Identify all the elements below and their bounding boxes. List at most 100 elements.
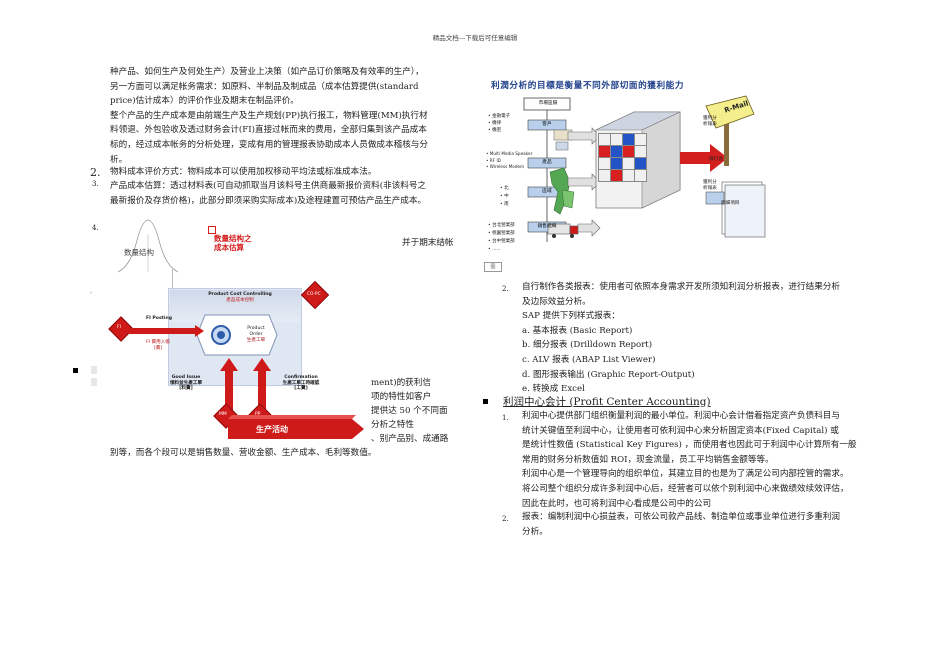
production-activity-label: 生产活动 [256, 424, 288, 434]
bell-curve-sketch [117, 219, 179, 273]
partial-text: 提供达 50 个不同面 [371, 406, 448, 416]
market-segment-label: 市場區隔 [538, 101, 558, 106]
text-line: 标的，经过成本帐务的分析处理，变成有用的管理报表协助成本人员做成本稽核与分 [110, 139, 428, 150]
cube-cell [634, 169, 647, 182]
list-item: • RF ID [486, 157, 501, 163]
product-list: • Multi Media Speaker • RF ID • Wireless… [486, 151, 532, 171]
text-line: 产品成本估算：透过材料表(可自动抓取当月该料号主供商最新报价资料(非该料号之 [110, 181, 427, 191]
text-line: 最新报价及存货价格)，此部分即须采购实际成本)及途程建置可预估产品生产成本。 [110, 195, 427, 206]
report-option: b. 细分报表 (Drilldown Report) [522, 340, 653, 351]
list-item: • 機律 [488, 121, 502, 126]
confirmation-label: Confirmation 生產工單工時確認 [工費] [282, 375, 320, 391]
diagram-title-zh: 產品成本控制 [226, 298, 254, 303]
arrow-head-icon [195, 325, 204, 337]
mm-arrow [225, 370, 233, 416]
analyst-label: 操行長 [709, 157, 723, 162]
partial-text: 别等，而各个段可以是销售数量、营收金额、生产成本、毛利等数值。 [110, 448, 377, 458]
list-item: • Multi Media Speaker [486, 151, 533, 156]
list-item: • ...... [488, 247, 501, 252]
list-item-text: 物料成本评价方式：物料成本可以使用加权移动平均法或标准成本法。 [110, 167, 377, 177]
detail-items-label: 明細項目 [721, 201, 740, 206]
fragment-text [91, 366, 97, 374]
sales-org-list: • 台北營業部 • 桃園營業部 • 台中營業部 • ...... [488, 222, 515, 254]
list-item-text: 产品成本估算：透过材料表(可自动抓取当月该料号主供商最新报价资料(非该料号之 最… [110, 179, 426, 208]
arrow-up-icon [253, 358, 271, 371]
fragment-text: ' [90, 291, 92, 299]
text-line: SAP 提供下列样式报表： [522, 311, 620, 322]
product-label: 產品 [542, 160, 552, 165]
pp-label: PP [255, 412, 261, 417]
list-item: • 中 [500, 194, 509, 199]
list-item: • 金融電子 [488, 114, 511, 119]
text-line: 是统计性数值 (Statistical Key Figures) ，而使用者也因… [522, 440, 857, 451]
profit-analysis-title: 利潤分析的目標是衡量不同外部切面的獲利能力 [491, 81, 685, 91]
text-line: 另一方面可以满足帐务需求：如原料、半制品及制成品（成本估算提供(standard [110, 81, 419, 92]
list-number: 2. [502, 285, 509, 293]
text-line: 种产品、如何生产及何处生产）及营业上决策（如产品订价策略及有效率的生产）， [110, 67, 424, 77]
text-line: 利润中心提供部门组织衡量利润的最小单位。利润中心会计借着指定资产负债科目与 [522, 411, 840, 421]
report-option: d. 图形报表输出 (Graphic Report-Output) [522, 369, 695, 380]
copc-label: CO-PC [307, 292, 321, 297]
quantity-structure-label: 数量结构 [124, 248, 154, 257]
list-number: 1. [502, 414, 509, 422]
report-label-2: 獲利分 析報表 [703, 180, 717, 191]
partial-text: ment)的获利信 [371, 378, 431, 388]
report-label: 獲利分 析報表 [703, 116, 717, 127]
report-option: e. 转换成 Excel [522, 384, 585, 395]
text-line: 及边际效益分析。 [522, 296, 591, 307]
list-item-text: 报表：编制利润中心损益表，可依公司款产品线、制造单位或事业单位进行多重利润 分析… [522, 510, 840, 539]
region-list: • 北 • 中 • 南 [500, 185, 509, 209]
flag-icon [208, 226, 216, 234]
list-item: • 南 [500, 202, 509, 207]
text-line: 统计关键值至利润中心，让使用者可依利润中心来分析固定资本(Fixed Capit… [522, 425, 839, 436]
text-line: 整个产品的生产成本是由前端生产及生产规划(PP)执行报工，物料管理(MM)执行材 [110, 110, 428, 121]
partial-text: 分析之特性 [371, 420, 414, 430]
production-activity-banner [228, 415, 364, 439]
list-item: • 台北營業部 [488, 223, 515, 228]
fragment-text [91, 378, 97, 386]
partial-text: 项的特性如客户 [371, 392, 432, 402]
product-order-label: Product Order [247, 326, 265, 337]
text-line: 将公司整个组织分成许多利润中心后，经营者可以依个别利润中心来做绩效续效评估， [522, 483, 849, 494]
fi-diamond-label: FI [117, 325, 121, 330]
sales-org-label: 銷售組織 [537, 224, 557, 229]
mm-label: MM [219, 412, 227, 417]
region-label: 區域 [542, 189, 552, 194]
arrow-up-icon [220, 358, 238, 371]
cube-grid [598, 133, 656, 205]
figure-tag: 图 [484, 262, 502, 272]
section-heading: 利润中心会计 (Profit Center Accounting) [503, 396, 711, 408]
report-option: c. ALV 报表 (ABAP List Viewer) [522, 354, 656, 365]
text-line: price)估计成本）的评价作业及期末在制品评价。 [110, 96, 299, 107]
list-item: • 台中營業部 [488, 239, 515, 244]
divider [172, 268, 173, 288]
bullet-icon [483, 399, 488, 404]
page-header: 精品文档---下载后可任意编辑 [432, 34, 518, 42]
list-item: • Wireless Modem [486, 164, 525, 169]
fi-posting-zh: FI 費用入帳 [費] [146, 340, 170, 351]
list-number: 2. [502, 515, 509, 523]
pp-arrow [258, 370, 266, 416]
list-item: • 機密 [488, 128, 502, 133]
bullet-icon [73, 368, 78, 373]
fi-posting-label: FI Posting [145, 316, 173, 321]
cost-estimate-label: 数量结构之 成本估算 [214, 234, 252, 252]
product-order-label-zh: 生產工單 [246, 338, 266, 343]
customer-label: 客戶 [542, 122, 552, 127]
diagram-title: Product Cost Controlling [208, 292, 272, 297]
customer-list: • 金融電子 • 機律 • 機密 [488, 113, 510, 134]
text-line: 分析。 [522, 526, 548, 537]
partial-text: 并于期末结帐 [402, 238, 454, 248]
partial-text: 、别产品别、成通路 [371, 434, 449, 444]
text-line: 常用的财务分析数值如 ROI，现金流量，员工平均销售金额等等。 [522, 454, 774, 465]
report-option: a. 基本报表 (Basic Report) [522, 325, 633, 336]
text-line: 报表：编制利润中心损益表，可依公司款产品线、制造单位或事业单位进行多重利润 [522, 512, 840, 522]
list-item: • 桃園營業部 [488, 231, 515, 236]
left-paragraph: 种产品、如何生产及何处生产）及营业上决策（如产品订价策略及有效率的生产）， 另一… [110, 65, 428, 167]
text-line: 自行制作各类报表：使用者可依照本身需求开发所须知利润分析报表，进行结果分析 [522, 282, 840, 292]
list-number: 4. [92, 224, 99, 232]
text-line: 利润中心是一个管理导向的组织单位，其建立目的也是为了满足公司内部控管的需求。 [522, 469, 849, 480]
list-item-text: 自行制作各类报表：使用者可依照本身需求开发所须知利润分析报表，进行结果分析 及边… [522, 280, 840, 397]
fi-arrow [128, 328, 196, 334]
goods-issue-label: Good Issue 領料並生產工單 [料費] [169, 375, 203, 391]
